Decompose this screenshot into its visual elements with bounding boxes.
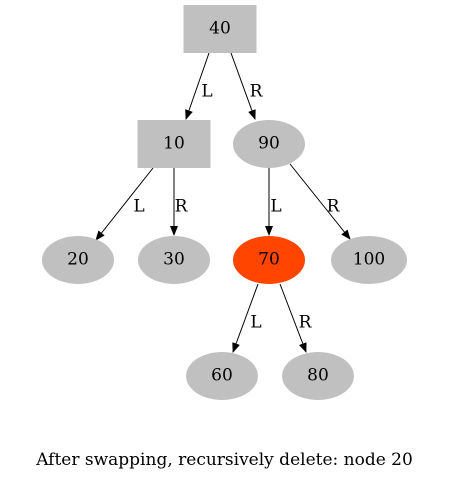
node-ellipse <box>233 120 305 168</box>
node-ellipse <box>42 236 114 284</box>
edge-label: L <box>133 197 144 217</box>
edge-n40-n90 <box>230 52 256 120</box>
tree-node-70: 70 <box>233 236 305 284</box>
edge-label: L <box>270 197 281 217</box>
node-label: 40 <box>209 19 231 39</box>
node-box <box>137 120 211 168</box>
edge-n90-n100 <box>289 163 351 240</box>
edge-label: R <box>327 197 341 217</box>
tree-node-60: 60 <box>186 352 258 400</box>
node-label: 30 <box>163 250 185 270</box>
tree-node-80: 80 <box>282 352 354 400</box>
edge-label: R <box>250 82 264 102</box>
node-ellipse <box>331 236 407 284</box>
caption: After swapping, recursively delete: node… <box>35 450 413 470</box>
tree-node-10: 10 <box>137 120 211 168</box>
edge-label: L <box>201 82 212 102</box>
node-ellipse <box>233 236 305 284</box>
edge-n40-n10 <box>185 52 210 120</box>
node-ellipse <box>282 352 354 400</box>
edge-n10-n20 <box>95 167 154 241</box>
node-label: 100 <box>353 250 385 270</box>
node-label: 80 <box>307 366 329 386</box>
tree-node-100: 100 <box>331 236 407 284</box>
node-label: 60 <box>211 366 233 386</box>
edge-n70-n80 <box>279 283 307 353</box>
edge-label: L <box>250 313 261 333</box>
tree-node-40: 40 <box>183 5 257 53</box>
node-label: 20 <box>67 250 89 270</box>
node-ellipse <box>186 352 258 400</box>
node-label: 10 <box>163 134 185 154</box>
edge-label: R <box>299 313 313 333</box>
tree-node-20: 20 <box>42 236 114 284</box>
node-box <box>183 5 257 53</box>
node-label: 70 <box>258 250 280 270</box>
node-ellipse <box>138 236 210 284</box>
edge-label: R <box>175 197 189 217</box>
tree-node-30: 30 <box>138 236 210 284</box>
node-label: 90 <box>258 134 280 154</box>
edge-n70-n60 <box>232 283 259 353</box>
tree-node-90: 90 <box>233 120 305 168</box>
